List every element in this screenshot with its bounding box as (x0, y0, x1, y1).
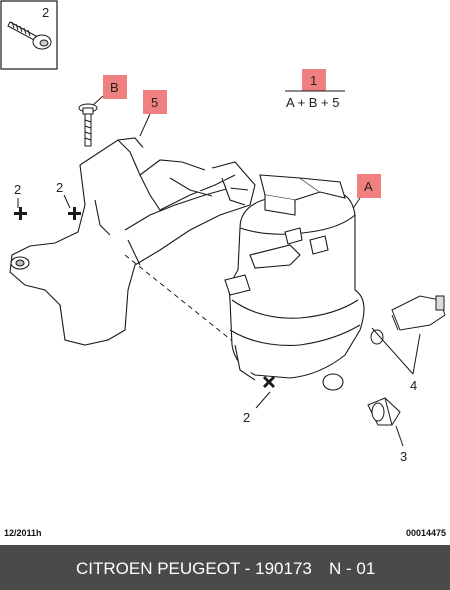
tag-a-label: A (364, 179, 373, 194)
footer-brand-part: CITROEN PEUGEOT - 190173 (76, 559, 312, 578)
sensor-icon (370, 295, 446, 345)
formula-text: A + B + 5 (286, 95, 340, 110)
tag-b-label: B (110, 80, 119, 95)
tag-1: 1 (302, 69, 326, 91)
plus-markers (14, 207, 275, 388)
leader-lines (17, 194, 421, 447)
footer-page: N - 01 (329, 559, 376, 578)
screw-icon (7, 21, 52, 50)
callout-left-2b: 2 (56, 180, 63, 195)
screw-inset: 2 (0, 0, 58, 70)
tag-1-label: 1 (310, 73, 317, 88)
parts-diagram: 2 1 A + B + 5 B 5 A (0, 0, 446, 464)
footer-doc-number: 00014475 (405, 528, 446, 538)
callout-4: 4 (410, 378, 417, 393)
mounting-bracket (9, 137, 256, 346)
tag-5-label: 5 (151, 95, 158, 110)
bolt-icon (78, 103, 98, 147)
screw-callout: 2 (42, 5, 49, 20)
callout-bottom-2: 2 (243, 410, 250, 425)
callout-left-2a: 2 (14, 182, 21, 197)
fuel-filter-housing (224, 174, 365, 391)
connector-icon (367, 397, 401, 426)
tag-b: B (103, 75, 127, 99)
footer-bar: CITROEN PEUGEOT - 190173 N - 01 (0, 545, 450, 590)
tag-a: A (357, 174, 381, 198)
callout-3: 3 (400, 449, 407, 464)
tag-5: 5 (143, 90, 167, 114)
footer-date: 12/2011h (4, 528, 42, 538)
